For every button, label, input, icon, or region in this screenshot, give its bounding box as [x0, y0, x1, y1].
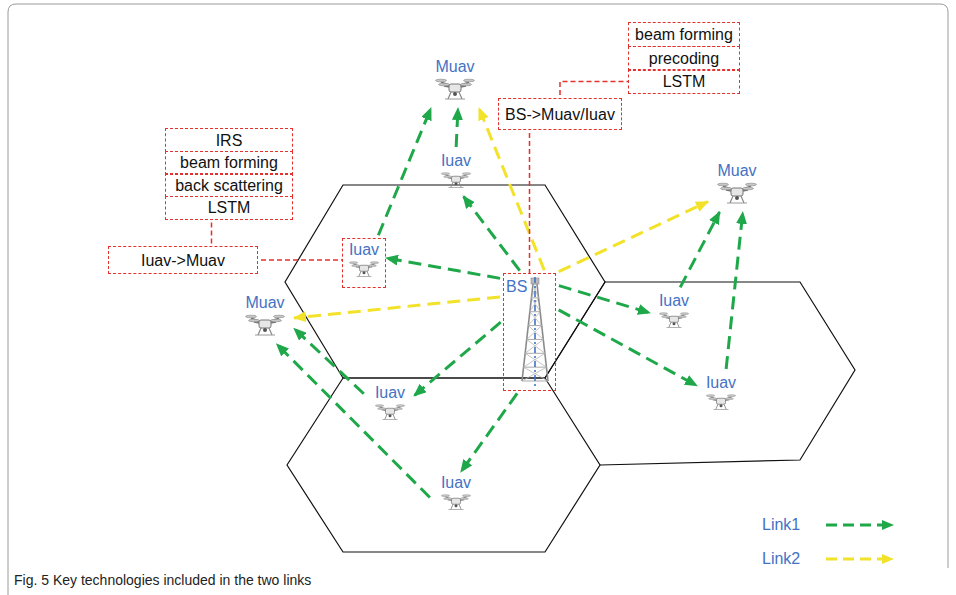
figure-caption: Fig. 5 Key technologies included in the … [14, 572, 311, 588]
technology-box: LSTM [165, 196, 293, 220]
callout-line [211, 223, 213, 247]
drone-icon [375, 402, 405, 422]
node-label: LSTM [663, 72, 706, 91]
node-label: Iuav [659, 292, 689, 310]
cell-hexagon [285, 185, 605, 378]
node-label: Muav [245, 294, 284, 312]
link1-arrow [559, 286, 650, 313]
node-label: precoding [649, 49, 719, 68]
legend-label: Link2 [762, 550, 824, 568]
callout-line [261, 259, 342, 261]
uav-node: Iuav [342, 238, 386, 288]
node-label: beam forming [635, 25, 733, 44]
node-label: back scattering [175, 176, 283, 195]
link2-arrow [479, 108, 544, 270]
link2-arrow [294, 297, 500, 318]
node-label: BS [506, 278, 527, 296]
node-label: beam forming [180, 153, 278, 172]
drone-icon [349, 259, 379, 279]
link1-arrow [414, 322, 501, 396]
node-label: Iuav [375, 384, 405, 402]
drone-icon [245, 312, 285, 338]
drone-icon [706, 392, 736, 412]
link1-arrow [461, 393, 517, 472]
uav-node: Iuav [650, 290, 698, 336]
link1-arrow [463, 196, 520, 271]
node-label: IRS [216, 131, 243, 150]
link1-arrow [386, 258, 500, 278]
node-label: Muav [717, 162, 756, 180]
link2-arrow [559, 202, 708, 272]
legend-row: Link2 [762, 542, 896, 576]
technology-box: BS->Muav/Iuav [498, 98, 622, 130]
uav-node: Iuav [432, 472, 480, 518]
link1-arrow [277, 344, 430, 497]
technology-box: IRS [165, 128, 293, 152]
drone-icon [659, 310, 689, 330]
legend: Link1Link2 [762, 508, 896, 576]
node-label: Iuav [349, 241, 379, 259]
node-label: Iuav [706, 374, 736, 392]
callout-line [560, 82, 628, 96]
link1-arrow [294, 328, 364, 393]
cell-hexagon [287, 378, 600, 552]
node-label: Muav [435, 58, 474, 76]
uav-node: Muav [236, 292, 294, 344]
cell-hexagon [545, 282, 855, 465]
technology-box: precoding [628, 46, 740, 71]
figure-frame [8, 4, 948, 595]
node-label: Iuav [441, 152, 471, 170]
legend-line-sample [824, 552, 896, 566]
node-label: Iuav->Muav [141, 251, 225, 270]
uav-node: Iuav [432, 150, 480, 196]
drone-icon [435, 76, 475, 102]
technology-box: beam forming [165, 151, 293, 175]
uav-node: Iuav [697, 372, 745, 418]
link1-arrow [726, 212, 743, 369]
drone-icon [441, 170, 471, 190]
link1-arrow [559, 310, 697, 386]
link1-arrow [378, 108, 431, 235]
uav-node: Muav [425, 56, 485, 108]
technology-box: beam forming [628, 22, 740, 47]
legend-label: Link1 [762, 516, 824, 534]
technology-box: back scattering [165, 173, 293, 197]
legend-row: Link1 [762, 508, 896, 542]
technology-box: Iuav->Muav [108, 246, 258, 274]
uav-node: Iuav [366, 382, 414, 428]
technology-box: LSTM [628, 69, 740, 94]
legend-line-sample [824, 518, 896, 532]
callout-line [529, 133, 531, 273]
drone-icon [441, 492, 471, 512]
node-label: Iuav [441, 474, 471, 492]
base-station: BS [503, 273, 556, 391]
link1-arrow [456, 108, 458, 147]
link1-arrow [680, 212, 719, 287]
uav-node: Muav [708, 160, 766, 212]
node-label: BS->Muav/Iuav [505, 105, 615, 124]
drone-icon [717, 180, 757, 206]
node-label: LSTM [208, 198, 251, 217]
